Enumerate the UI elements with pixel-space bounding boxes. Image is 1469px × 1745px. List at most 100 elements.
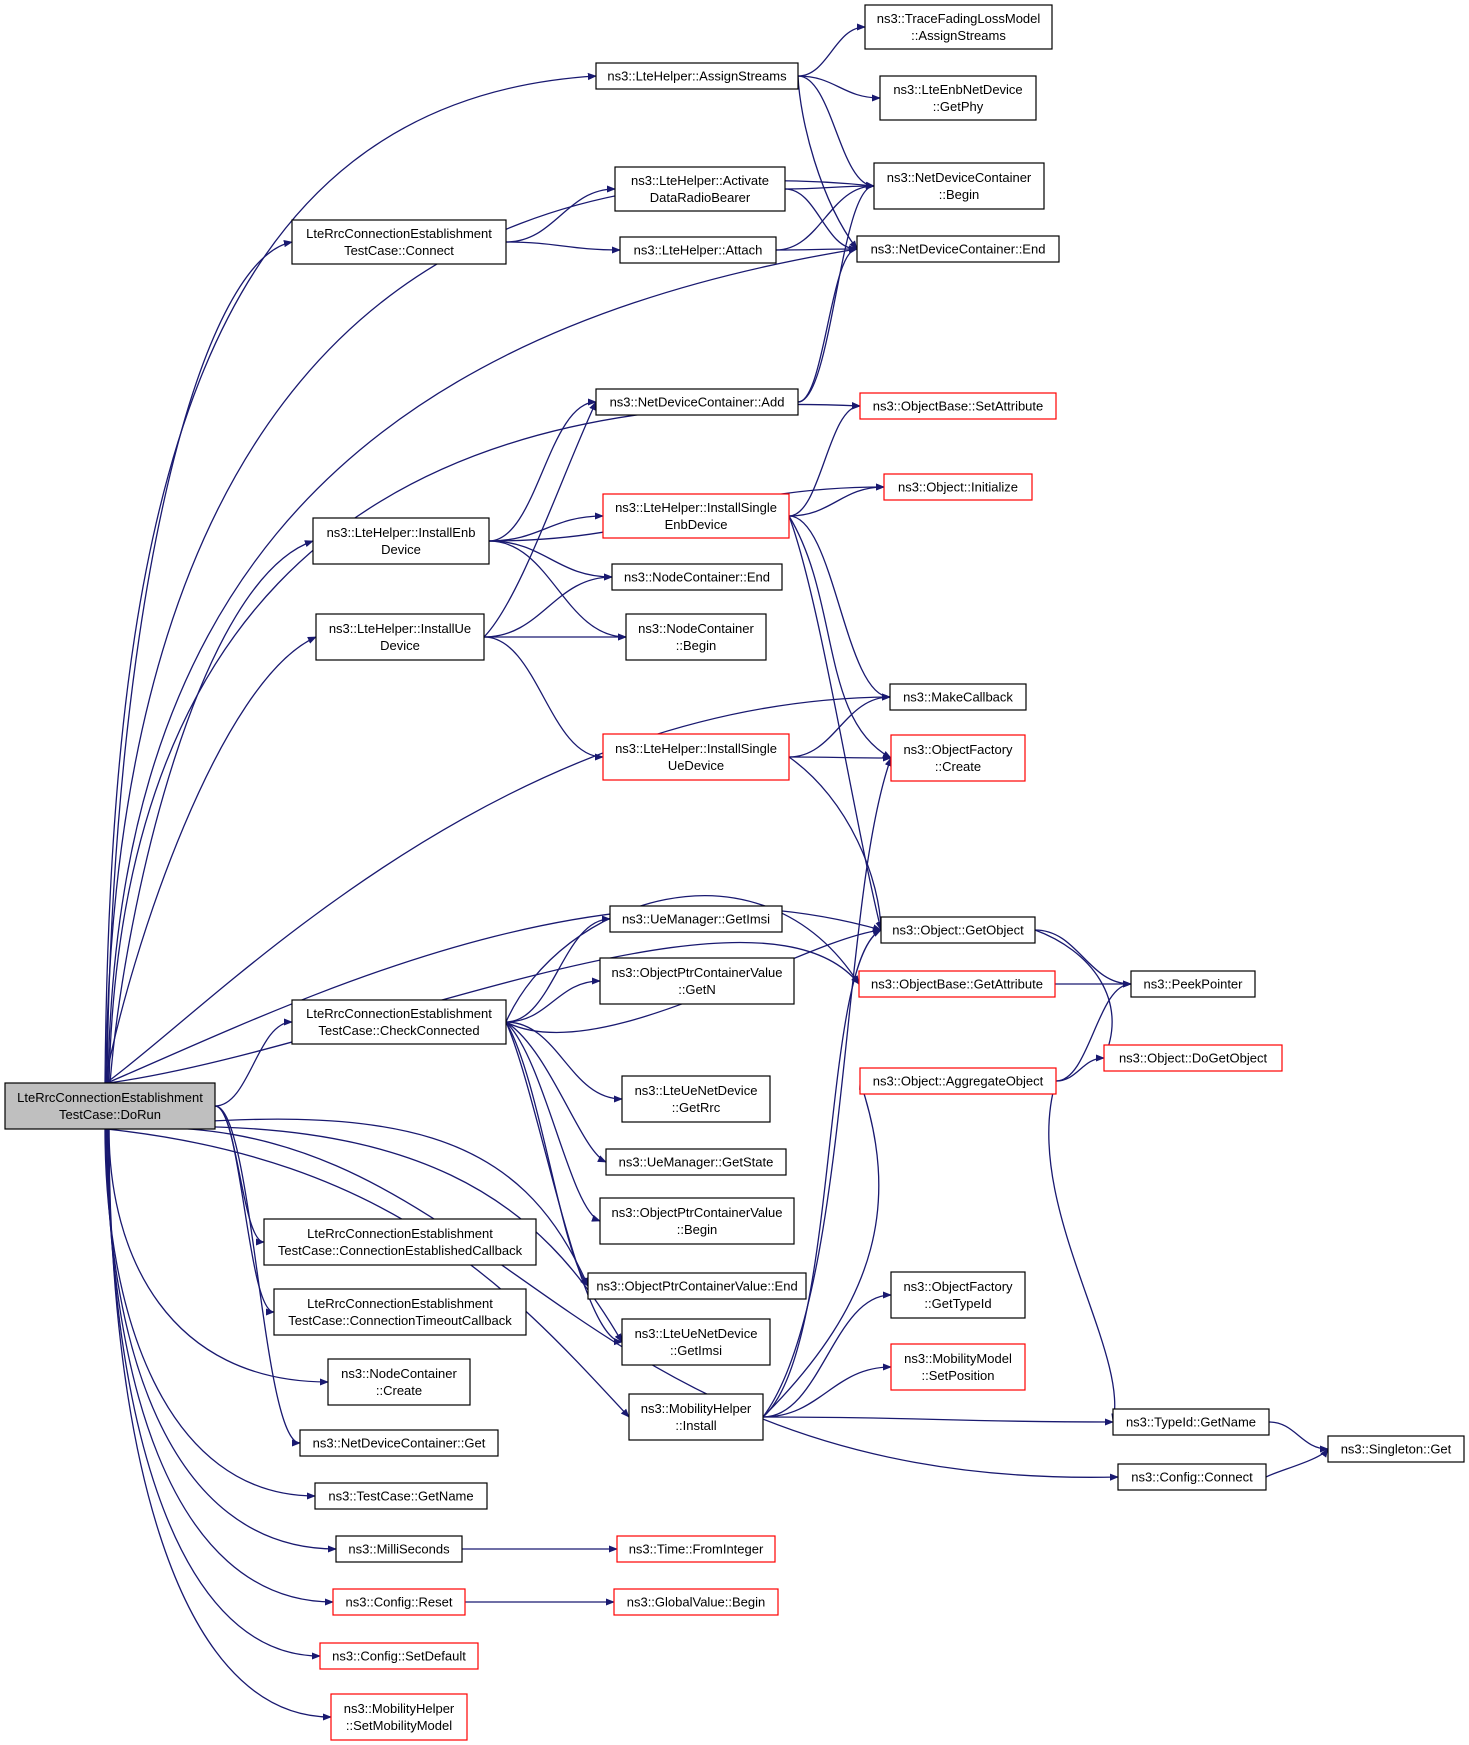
node-label-line: ::AssignStreams xyxy=(911,28,1006,43)
node-box xyxy=(315,613,485,661)
node-label-line: TestCase::Connect xyxy=(344,243,454,258)
node-config-connect[interactable]: ns3::Config::Connect xyxy=(1117,1463,1267,1491)
node-box xyxy=(595,62,799,90)
call-edge-installue-to-nc_end xyxy=(483,573,613,638)
node-label-line: ::GetImsi xyxy=(670,1343,722,1358)
node-time-fromint[interactable]: ns3::Time::FromInteger xyxy=(616,1535,776,1563)
node-label-line: ::GetRrc xyxy=(672,1100,721,1115)
node-mh-install[interactable]: ns3::MobilityHelper::Install xyxy=(628,1393,764,1441)
node-config-setdefault[interactable]: ns3::Config::SetDefault xyxy=(319,1642,479,1670)
node-label-line: ns3::TypeId::GetName xyxy=(1126,1415,1256,1430)
call-edge-installsingleenb-to-obj_init xyxy=(788,483,885,517)
node-enbnet-getphy[interactable]: ns3::LteEnbNetDevice::GetPhy xyxy=(879,75,1037,121)
node-ndc-add[interactable]: ns3::NetDeviceContainer::Add xyxy=(595,388,799,416)
node-ob-setattr[interactable]: ns3::ObjectBase::SetAttribute xyxy=(859,392,1057,420)
call-edge-dorun-to-milliseconds xyxy=(105,1128,337,1553)
node-obj-aggregate[interactable]: ns3::Object::AggregateObject xyxy=(859,1067,1057,1095)
node-dorun[interactable]: LteRrcConnectionEstablishmentTestCase::D… xyxy=(4,1082,216,1130)
call-edge-dorun-to-assignstreams xyxy=(104,72,597,1084)
edge-line xyxy=(214,1018,293,1107)
node-layer: LteRrcConnectionEstablishmentTestCase::D… xyxy=(4,4,1465,1741)
node-connect[interactable]: LteRrcConnectionEstablishmentTestCase::C… xyxy=(291,219,507,265)
node-assignstreams[interactable]: ns3::LteHelper::AssignStreams xyxy=(595,62,799,90)
edge-line xyxy=(108,1128,332,1721)
edge-line xyxy=(788,483,885,517)
node-box xyxy=(616,1535,776,1563)
edge-line xyxy=(488,512,604,542)
node-config-reset[interactable]: ns3::Config::Reset xyxy=(332,1588,466,1616)
node-tracefading[interactable]: ns3::TraceFadingLossModel::AssignStreams xyxy=(864,4,1053,50)
node-box xyxy=(890,734,1026,782)
node-makecallback[interactable]: ns3::MakeCallback xyxy=(889,683,1027,711)
call-edge-installsingleue-to-makecallback xyxy=(788,693,891,758)
node-ndc-begin[interactable]: ns3::NetDeviceContainer::Begin xyxy=(873,162,1045,210)
node-obj-dogetobject[interactable]: ns3::Object::DoGetObject xyxy=(1103,1044,1283,1072)
node-milliseconds[interactable]: ns3::MilliSeconds xyxy=(335,1535,463,1563)
node-uem-getimsi[interactable]: ns3::UeManager::GetImsi xyxy=(609,905,783,933)
node-uem-getstate[interactable]: ns3::UeManager::GetState xyxy=(605,1148,787,1176)
node-label-line: TestCase::DoRun xyxy=(59,1107,161,1122)
edge-line xyxy=(505,241,621,254)
call-edge-mh_install-to-of_gettypeid xyxy=(762,1291,892,1418)
node-box xyxy=(4,1082,216,1130)
node-nc-begin[interactable]: ns3::NodeContainer::Begin xyxy=(625,613,767,661)
node-box xyxy=(619,236,777,264)
node-label-line: ns3::MilliSeconds xyxy=(348,1542,450,1557)
node-nc-create[interactable]: ns3::NodeContainer::Create xyxy=(327,1358,471,1406)
node-label-line: ns3::LteUeNetDevice xyxy=(635,1326,758,1341)
call-edge-dorun-to-config_setdefault xyxy=(107,1128,321,1660)
node-mm-setpos[interactable]: ns3::MobilityModel::SetPosition xyxy=(890,1343,1026,1391)
node-of-gettypeid[interactable]: ns3::ObjectFactory::GetTypeId xyxy=(890,1271,1026,1319)
node-label-line: LteRrcConnectionEstablishment xyxy=(307,1296,493,1311)
node-singleton-get[interactable]: ns3::Singleton::Get xyxy=(1327,1435,1465,1463)
node-opcv-end[interactable]: ns3::ObjectPtrContainerValue::End xyxy=(587,1272,807,1300)
node-label-line: TestCase::ConnectionTimeoutCallback xyxy=(288,1313,512,1328)
node-gv-begin[interactable]: ns3::GlobalValue::Begin xyxy=(613,1588,779,1616)
node-checkconnected[interactable]: LteRrcConnectionEstablishmentTestCase::C… xyxy=(291,999,507,1045)
node-tc-getname[interactable]: ns3::TestCase::GetName xyxy=(314,1482,488,1510)
call-edge-obj_getobject-to-obj_dogetobject xyxy=(1034,929,1113,1059)
node-obj-getobject[interactable]: ns3::Object::GetObject xyxy=(880,916,1036,944)
node-label-line: ns3::Object::AggregateObject xyxy=(873,1074,1044,1089)
edge-line xyxy=(797,75,881,102)
node-peekpointer[interactable]: ns3::PeekPointer xyxy=(1130,970,1256,998)
node-typeid-getname[interactable]: ns3::TypeId::GetName xyxy=(1112,1408,1270,1436)
call-edge-checkconnected-to-opcv_begin xyxy=(505,1021,601,1222)
node-opcv-getn[interactable]: ns3::ObjectPtrContainerValue::GetN xyxy=(599,957,795,1005)
node-of-create[interactable]: ns3::ObjectFactory::Create xyxy=(890,734,1026,782)
node-opcv-begin[interactable]: ns3::ObjectPtrContainerValue::Begin xyxy=(599,1197,795,1245)
edge-line xyxy=(1268,1421,1329,1453)
node-ueNet-getrrc[interactable]: ns3::LteUeNetDevice::GetRrc xyxy=(621,1075,771,1123)
call-edge-dorun-to-checkconnected xyxy=(214,1018,293,1107)
node-box xyxy=(889,683,1027,711)
node-obj-init[interactable]: ns3::Object::Initialize xyxy=(883,473,1033,501)
node-box xyxy=(621,1318,771,1366)
node-label-line: LteRrcConnectionEstablishment xyxy=(306,226,492,241)
call-edge-attach-to-ndc_end xyxy=(775,245,858,253)
call-edge-mh_install-to-of_create xyxy=(762,757,892,1418)
node-mh-setmobility[interactable]: ns3::MobilityHelper::SetMobilityModel xyxy=(330,1693,468,1741)
call-edge-ndc_add-to-ndc_begin xyxy=(797,182,875,403)
node-ob-getattr[interactable]: ns3::ObjectBase::GetAttribute xyxy=(858,970,1056,998)
call-edge-dorun-to-ndc_end xyxy=(107,246,858,1084)
node-label-line: ::Install xyxy=(675,1418,716,1433)
node-nc-end[interactable]: ns3::NodeContainer::End xyxy=(611,563,783,591)
node-ueNet-getimsi[interactable]: ns3::LteUeNetDevice::GetImsi xyxy=(621,1318,771,1366)
node-label-line: Device xyxy=(381,542,421,557)
node-conntimeoutcb[interactable]: LteRrcConnectionEstablishmentTestCase::C… xyxy=(273,1288,527,1336)
node-attach[interactable]: ns3::LteHelper::Attach xyxy=(619,236,777,264)
node-ndc-get[interactable]: ns3::NetDeviceContainer::Get xyxy=(299,1429,499,1457)
node-ndc-end[interactable]: ns3::NetDeviceContainer::End xyxy=(856,235,1060,263)
node-connestcb[interactable]: LteRrcConnectionEstablishmentTestCase::C… xyxy=(263,1218,537,1266)
call-edge-installenb-to-ndc_add xyxy=(488,398,597,542)
node-label-line: ns3::NodeContainer xyxy=(341,1366,457,1381)
edge-line xyxy=(775,245,858,253)
node-label-line: ns3::LteHelper::AssignStreams xyxy=(607,69,787,84)
edge-line xyxy=(109,1126,1119,1481)
